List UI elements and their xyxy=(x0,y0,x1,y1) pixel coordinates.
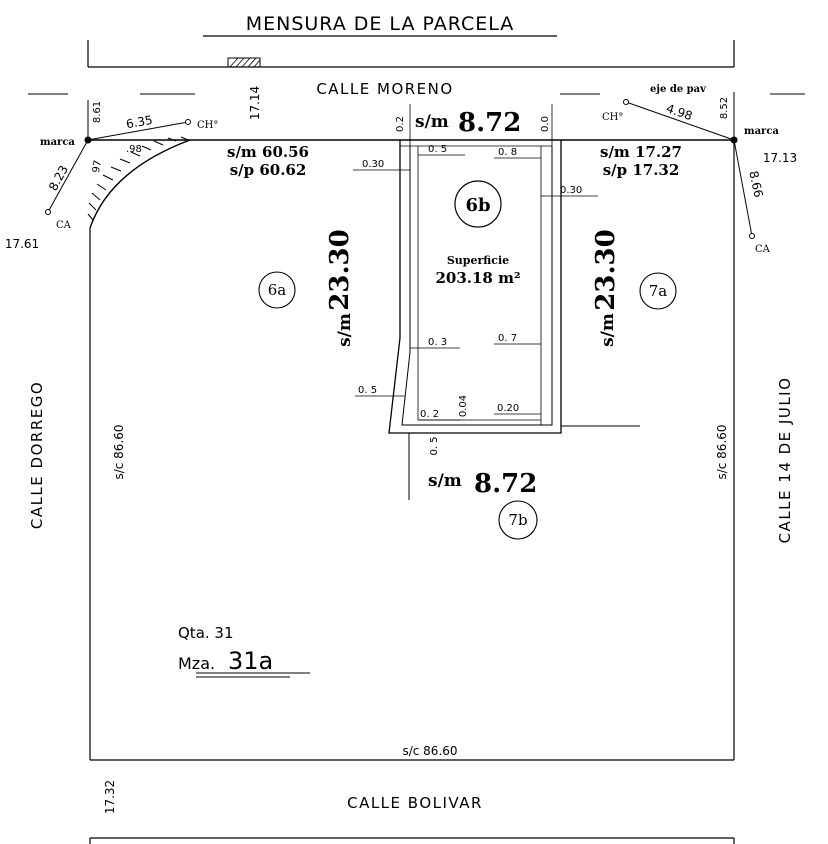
offset-l1: 0.30 xyxy=(362,159,384,170)
front-dimension: 8.72 xyxy=(458,108,521,138)
offset-r1: 0. 8 xyxy=(498,147,517,158)
plan-title: MENSURA DE LA PARCELA xyxy=(246,13,515,35)
east-tie-ch xyxy=(625,101,735,141)
north-right-sp: s/p 17.32 xyxy=(603,161,680,179)
north-right-sm: s/m 17.27 xyxy=(600,143,682,161)
east-eje-label: eje de pav xyxy=(650,84,707,95)
lot-7b-circle xyxy=(498,500,538,540)
offset-b4: 0.20 xyxy=(497,403,519,414)
west-tie-ca xyxy=(47,139,89,213)
quinta-label: Qta. 31 xyxy=(178,624,234,642)
offset-m1: 0. 3 xyxy=(428,337,447,348)
offset-b2: 0. 2 xyxy=(420,409,439,420)
west-ca-label: CA xyxy=(56,220,72,231)
offset-m2: 0. 7 xyxy=(498,333,517,344)
east-dim-3: 8.66 xyxy=(746,170,765,199)
north-left-sm: s/m 60.56 xyxy=(227,143,309,161)
offset-r2: 0.30 xyxy=(560,185,582,196)
west-dim-3: 8.61 xyxy=(92,101,103,123)
east-ch-label: CH° xyxy=(602,112,623,123)
south-side-dim: s/c 86.60 xyxy=(402,744,457,758)
offset-top-right: 0.0 xyxy=(540,116,551,132)
back-dimension: 8.72 xyxy=(474,469,537,499)
lot-7a-circle xyxy=(639,272,677,310)
parcel-6b-outline xyxy=(388,104,640,500)
north-hatch xyxy=(227,57,261,68)
west-corner-chamfer xyxy=(87,136,191,229)
west-marca-label: marca xyxy=(40,137,75,148)
street-east: CALLE 14 DE JULIO xyxy=(776,377,794,544)
area-label: Superficie xyxy=(447,254,509,267)
west-dim-5: 97 xyxy=(91,159,104,173)
street-width-north: 17.14 xyxy=(248,86,262,120)
east-dim-2: 8.52 xyxy=(719,97,730,119)
east-marca-label: marca xyxy=(744,126,779,137)
lot-7b-label: 7b xyxy=(508,511,527,529)
manzana-prefix: Mza. xyxy=(178,654,215,673)
offset-b3: 0.04 xyxy=(458,395,469,417)
manzana-value: 31a xyxy=(228,647,273,675)
street-width-south: 17.32 xyxy=(103,780,117,814)
offset-top-left: 0.2 xyxy=(395,116,406,132)
east-tie-ca xyxy=(733,139,753,237)
street-width-west: 17.61 xyxy=(5,237,39,251)
lot-6a-circle xyxy=(258,271,296,309)
side-left-dimension: 23.30 xyxy=(325,229,355,310)
west-side-dim: s/c 86.60 xyxy=(112,424,126,479)
east-ca-point xyxy=(749,233,755,239)
street-width-east: 17.13 xyxy=(763,151,797,165)
front-prefix: s/m xyxy=(415,112,449,132)
lot-6a-label: 6a xyxy=(268,281,287,299)
north-left-sp: s/p 60.62 xyxy=(230,161,307,179)
street-north: CALLE MORENO xyxy=(316,80,453,98)
lot-7a-label: 7a xyxy=(649,282,668,300)
area-value: 203.18 m² xyxy=(435,269,520,287)
offset-b1: 0. 5 xyxy=(358,385,377,396)
offset-b5: 0. 5 xyxy=(429,436,440,455)
parcel-6b-circle xyxy=(454,180,502,228)
side-right-prefix: s/m xyxy=(598,313,618,347)
side-right-dimension: 23.30 xyxy=(591,229,621,310)
west-ch-point xyxy=(185,119,191,125)
east-ch-point xyxy=(623,99,629,105)
west-tie-ch xyxy=(87,121,189,141)
west-dim-1: 6.35 xyxy=(125,113,154,131)
offset-l2: 0. 5 xyxy=(428,144,447,155)
street-west: CALLE DORREGO xyxy=(28,381,46,529)
back-prefix: s/m xyxy=(428,471,462,491)
west-ca-point xyxy=(45,209,51,215)
west-dim-4: .98 xyxy=(126,144,142,155)
east-dim-1: 4.98 xyxy=(664,101,694,123)
side-left-prefix: s/m xyxy=(335,313,355,347)
street-south: CALLE BOLIVAR xyxy=(347,794,483,812)
east-side-dim: s/c 86.60 xyxy=(715,424,729,479)
parcel-6b-label: 6b xyxy=(465,195,490,216)
east-ca-label: CA xyxy=(755,244,771,255)
parcel-offsets: 0.2 0.0 0.30 0. 5 0. 8 0.30 0. 3 0. 7 0.… xyxy=(353,116,598,456)
west-ch-label: CH° xyxy=(197,120,218,131)
